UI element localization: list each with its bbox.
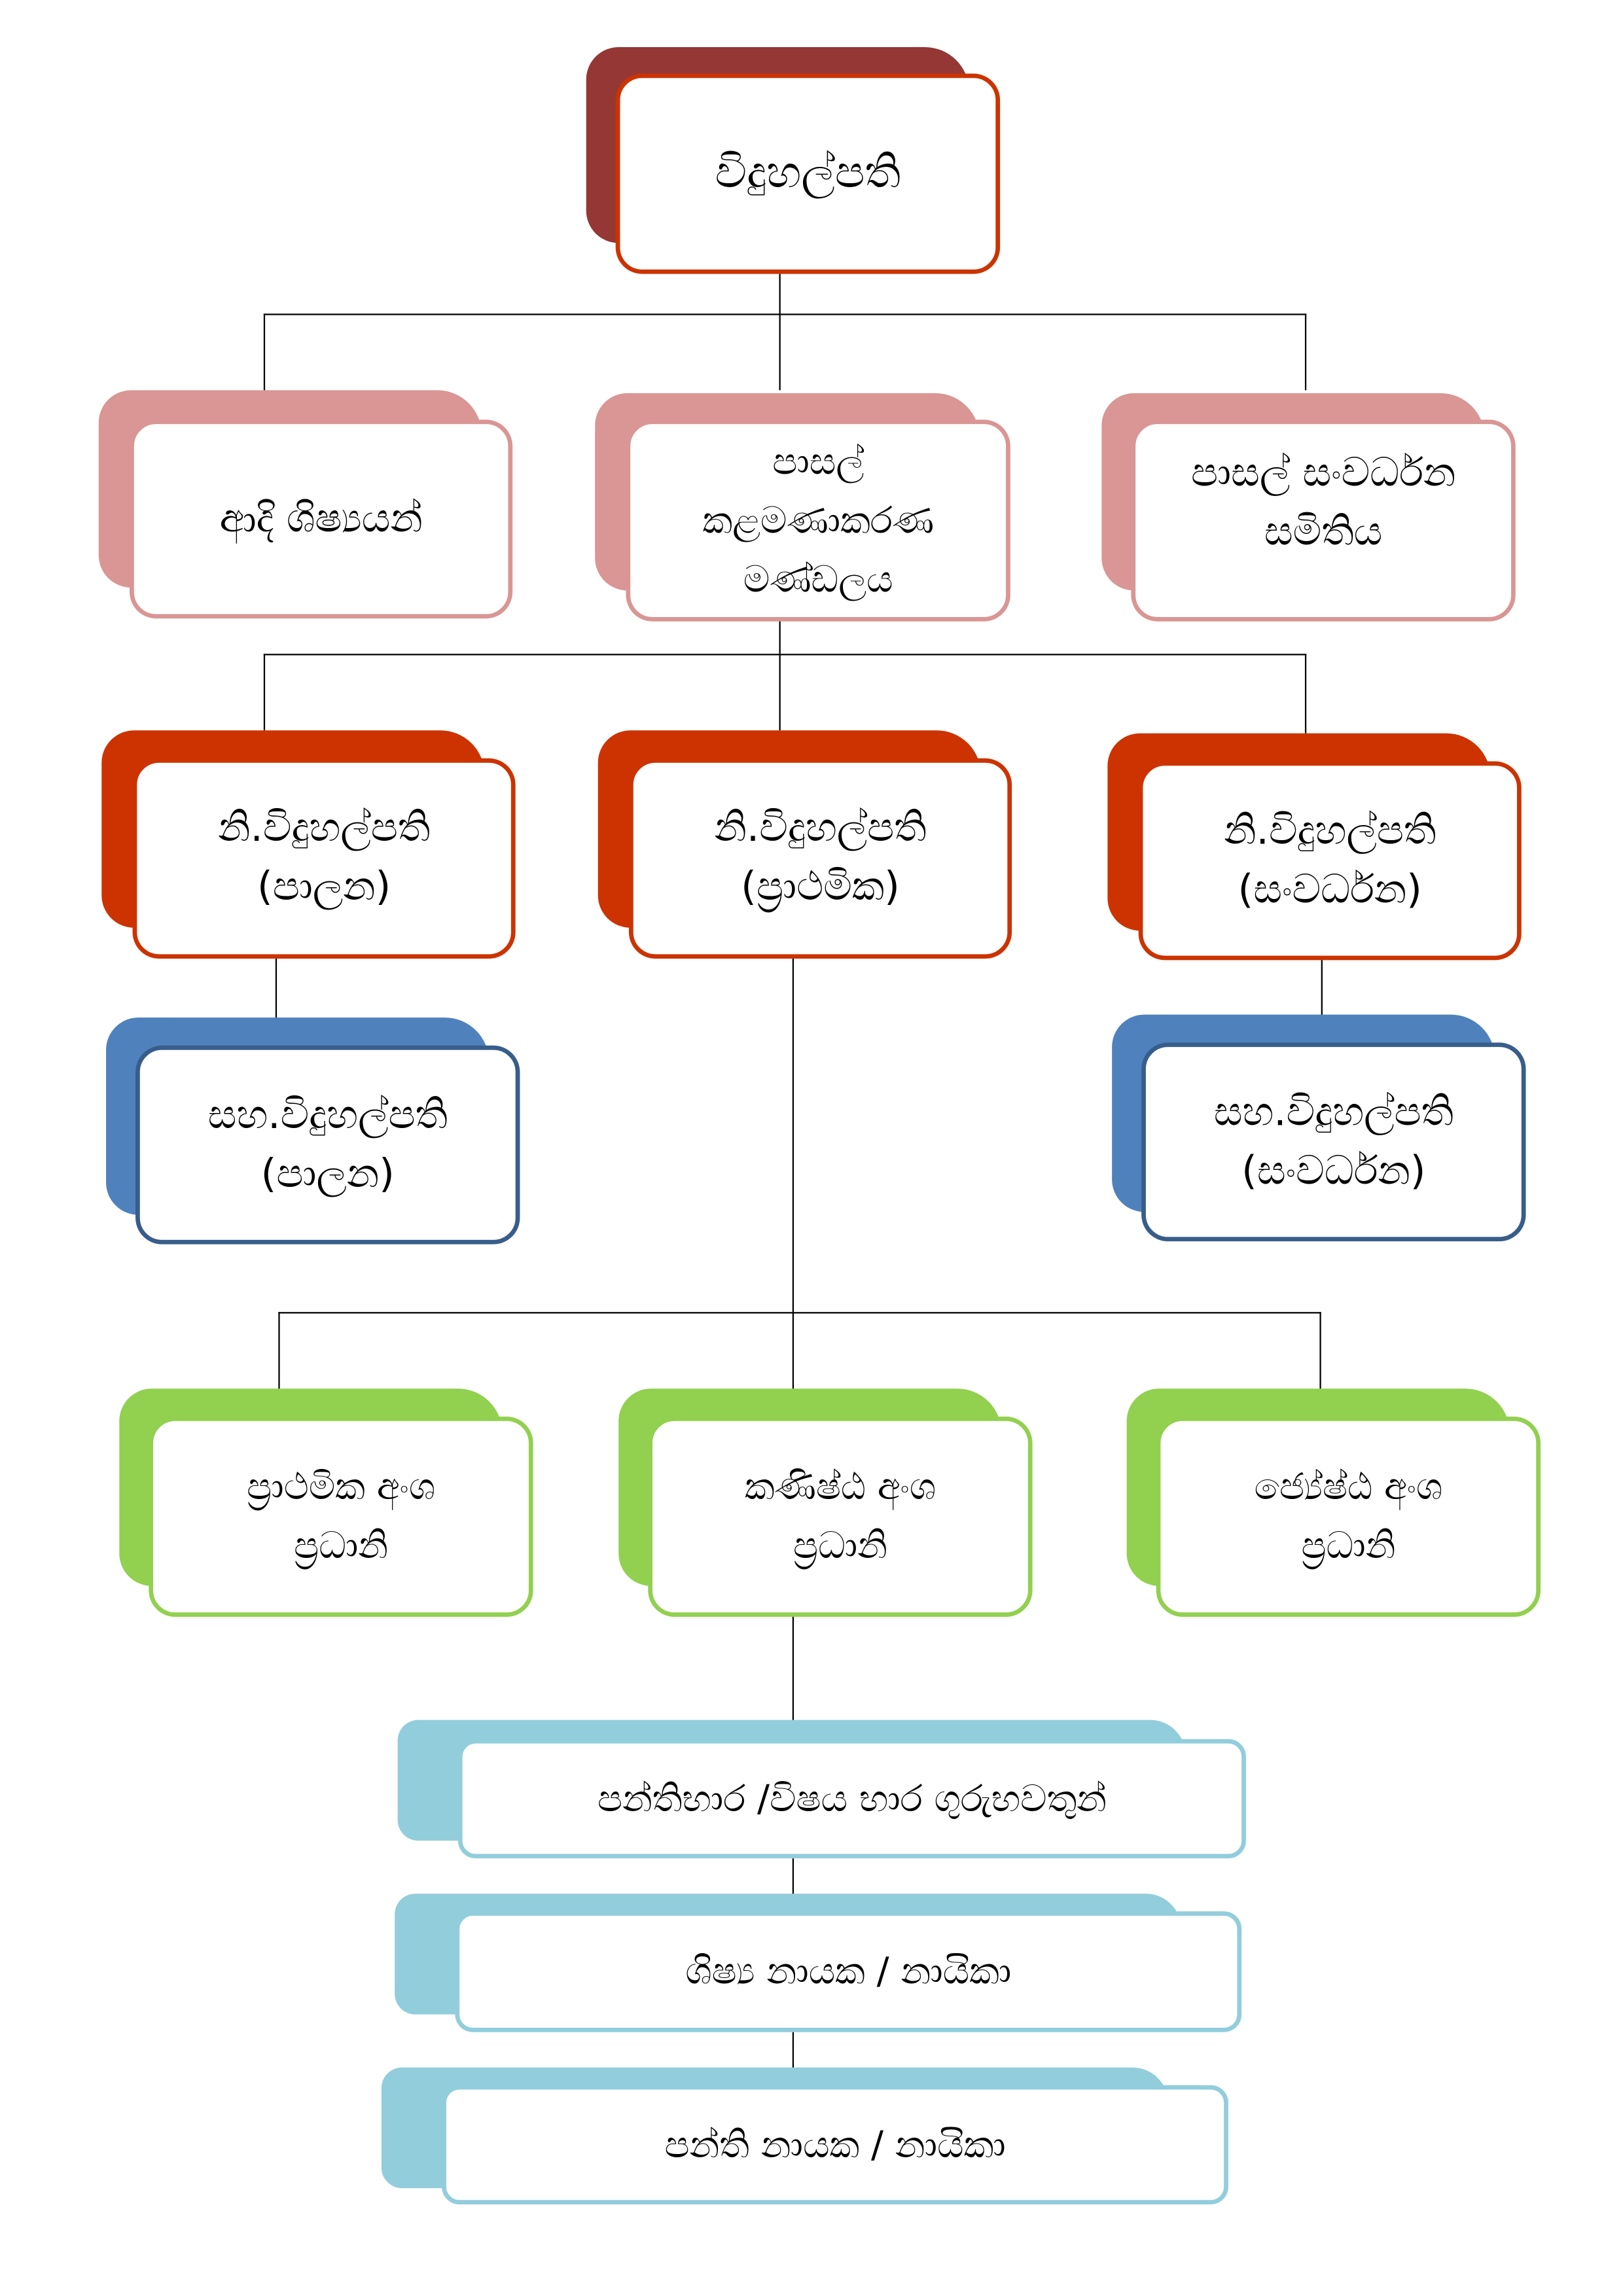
deputy-area: (සංවර්ධන) <box>1238 866 1422 913</box>
connector <box>1304 313 1307 391</box>
connector <box>792 2032 794 2085</box>
deputy-area: (පාලන) <box>257 864 391 910</box>
student-leaders-label: ශිෂ්‍ය නායක / නායිකා <box>685 1949 1012 1992</box>
principal-label: විදුහල්පති <box>715 147 901 199</box>
past-pupils-box: ආදි ශිෂ්‍යයන් <box>130 419 513 619</box>
deputy-title: නි.විදුහල්පති <box>714 805 927 851</box>
section-head-line: ජ්‍යේෂ්ඨ අංශ <box>1254 1465 1443 1508</box>
assistant-area: (පාලන) <box>260 1150 395 1197</box>
connector <box>263 313 266 391</box>
past-pupils-label: ආදි ශිෂ්‍යයන් <box>219 495 423 542</box>
assistant-principal-admin-box: සහ.විදුහල්පති (පාලන) <box>135 1045 520 1245</box>
development-society-line: පාසල් සංවර්ධන <box>1190 450 1456 497</box>
management-board-line: කළමණාකරණ <box>702 498 934 542</box>
student-leaders-box: ශිෂ්‍ය නායක / නායිකා <box>455 1911 1242 2032</box>
class-leaders-label: පන්ති නායක / නායිකා <box>664 2123 1006 2166</box>
senior-section-head-box: ජ්‍යේෂ්ඨ අංශ ප්‍රධානි <box>1156 1416 1541 1617</box>
assistant-principal-development-box: සහ.විදුහල්පති (සංවර්ධන) <box>1141 1042 1526 1242</box>
class-leaders-box: පන්ති නායක / නායිකා <box>442 2085 1228 2204</box>
assistant-area: (සංවර්ධන) <box>1241 1148 1426 1194</box>
principal-box: විදුහල්පති <box>615 73 1001 274</box>
connector <box>278 1312 281 1390</box>
section-head-line: කණිෂ්ඨ අංශ <box>744 1465 936 1508</box>
section-head-line: ප්‍රාථමික අංශ <box>247 1465 435 1508</box>
deputy-title: නි.විදුහල්පති <box>1224 807 1436 854</box>
connector <box>1321 957 1323 1016</box>
connector <box>792 957 794 1723</box>
deputy-title: නි.විදුහල්පති <box>218 805 431 851</box>
section-head-line: ප්‍රධානි <box>793 1524 887 1567</box>
connector <box>779 313 781 391</box>
assistant-title: සහ.විදුහල්පති <box>1213 1089 1454 1135</box>
connector <box>263 313 1307 316</box>
connector <box>1304 654 1307 733</box>
junior-section-head-box: කණිෂ්ඨ අංශ ප්‍රධානි <box>648 1416 1033 1617</box>
development-society-box: පාසල් සංවර්ධන සමිතිය <box>1131 419 1516 622</box>
management-board-line: පාසල් <box>772 439 865 483</box>
connector <box>278 1312 1321 1315</box>
connector <box>792 1858 794 1912</box>
development-society-line: සමිතිය <box>1264 509 1383 556</box>
teachers-box: පන්තිභාර /විෂය භාර ගුරුභවතුන් <box>457 1739 1246 1859</box>
management-board-line: මණ්ඩලය <box>743 557 893 601</box>
deputy-area: (ප්‍රාථමික) <box>741 864 900 910</box>
section-head-line: ප්‍රධානි <box>293 1524 388 1567</box>
connector <box>263 654 1307 656</box>
deputy-principal-admin-box: නි.විදුහල්පති (පාලන) <box>132 758 516 959</box>
connector <box>275 957 277 1019</box>
teachers-label: පන්තිභාර /විෂය භාර ගුරුභවතුන් <box>597 1776 1107 1820</box>
deputy-principal-development-box: නි.විදුහල්පති (සංවර්ධන) <box>1138 761 1522 961</box>
section-head-line: ප්‍රධානි <box>1301 1524 1396 1567</box>
connector <box>779 654 781 731</box>
deputy-principal-primary-box: නි.විදුහල්පති (ප්‍රාථමික) <box>628 758 1012 959</box>
management-board-box: පාසල් කළමණාකරණ මණ්ඩලය <box>626 419 1010 622</box>
connector <box>779 618 781 654</box>
primary-section-head-box: ප්‍රාථමික අංශ ප්‍රධානි <box>149 1416 533 1617</box>
connector <box>1319 1312 1322 1390</box>
assistant-title: සහ.විදුහල්පති <box>207 1091 448 1138</box>
connector <box>779 274 781 315</box>
connector <box>263 654 266 731</box>
